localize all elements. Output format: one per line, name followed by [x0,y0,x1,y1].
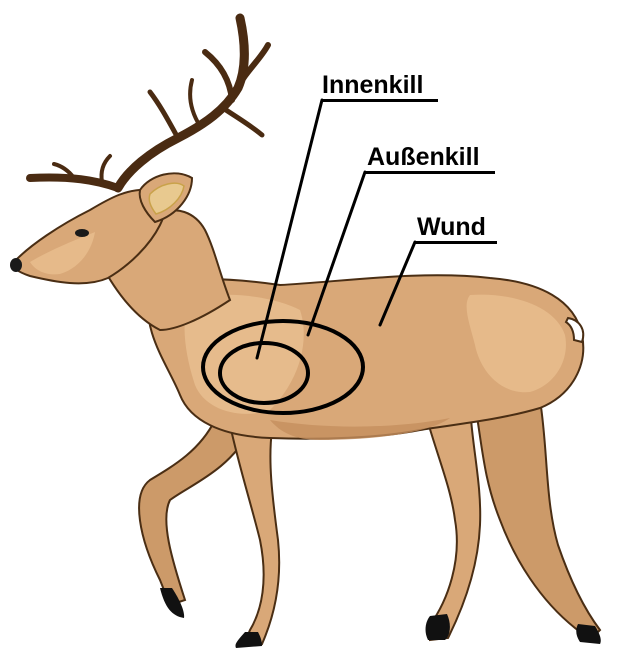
antlers [30,18,268,188]
label-wund: Wund [417,213,486,241]
underline-aussenkill [365,171,495,174]
front-leg-front [230,425,279,644]
hoof-front-front [235,632,262,648]
label-innenkill: Innenkill [322,71,423,99]
underline-innenkill [322,99,438,102]
label-aussenkill: Außenkill [367,143,480,171]
front-leg-back [139,420,250,605]
deer-eye [75,229,89,237]
hoof-hind-right [426,614,450,640]
underline-wund [415,241,497,244]
deer-illustration [10,18,601,648]
deer-nose [10,258,22,272]
